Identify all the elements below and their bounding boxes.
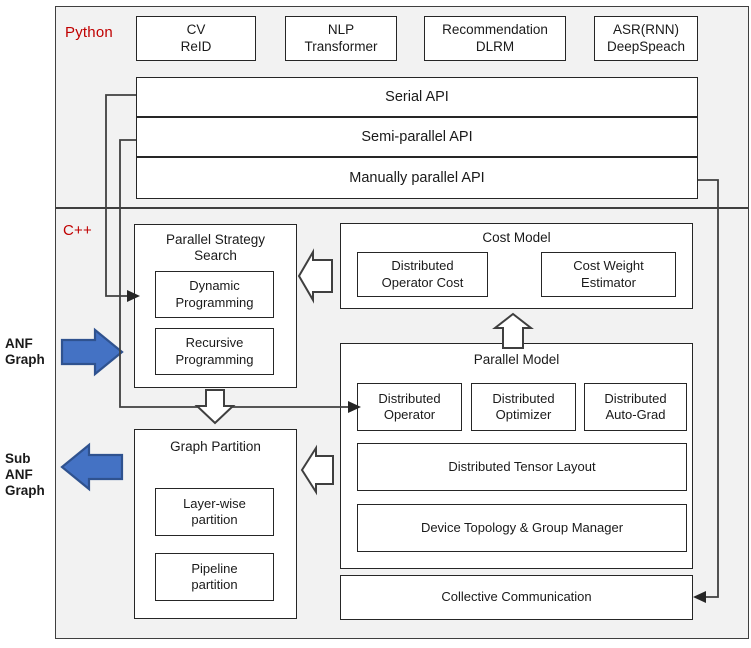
node-device-topology-group-manager-label: Device Topology & Group Manager xyxy=(420,519,624,535)
app-box-asr-deepspeach-line2: DeepSpeach xyxy=(606,38,686,54)
cpp-layer-label: C++ xyxy=(63,222,92,239)
node-device-topology-group-manager[interactable]: Device Topology & Group Manager xyxy=(357,504,687,552)
app-box-nlp-transformer[interactable]: NLP Transformer xyxy=(285,16,397,61)
app-box-cv-reid-line1: CV xyxy=(186,21,206,37)
node-dynamic-programming-label: Dynamic Programming xyxy=(175,278,254,310)
node-layer-wise-partition[interactable]: Layer-wise partition xyxy=(155,488,274,536)
node-distributed-auto-grad[interactable]: Distributed Auto-Grad xyxy=(584,383,687,431)
api-box-manually-parallel-label: Manually parallel API xyxy=(349,169,485,186)
input-label-anf-graph: ANF Graph xyxy=(5,336,45,367)
node-distributed-operator-cost[interactable]: Distributed Operator Cost xyxy=(357,252,488,297)
node-distributed-tensor-layout-label: Distributed Tensor Layout xyxy=(448,458,596,474)
node-recursive-programming[interactable]: Recursive Programming xyxy=(155,328,274,375)
node-distributed-optimizer[interactable]: Distributed Optimizer xyxy=(471,383,576,431)
node-pipeline-partition-label: Pipeline partition xyxy=(191,560,238,592)
node-distributed-optimizer-label: Distributed Optimizer xyxy=(492,390,555,422)
node-cost-weight-estimator[interactable]: Cost Weight Estimator xyxy=(541,252,676,297)
parallel-strategy-search-title: Parallel Strategy Search xyxy=(165,232,266,264)
node-distributed-operator-cost-label: Distributed Operator Cost xyxy=(381,258,464,290)
node-cost-weight-estimator-label: Cost Weight Estimator xyxy=(573,258,644,290)
cost-model-title: Cost Model xyxy=(482,230,551,245)
node-distributed-tensor-layout[interactable]: Distributed Tensor Layout xyxy=(357,443,687,491)
node-distributed-operator[interactable]: Distributed Operator xyxy=(357,383,462,431)
node-pipeline-partition[interactable]: Pipeline partition xyxy=(155,553,274,601)
app-box-asr-deepspeach[interactable]: ASR(RNN) DeepSpeach xyxy=(594,16,698,61)
app-box-nlp-transformer-line1: NLP xyxy=(327,21,355,37)
node-dynamic-programming[interactable]: Dynamic Programming xyxy=(155,271,274,318)
app-box-recommendation-dlrm-line1: Recommendation xyxy=(442,21,548,37)
python-layer-label: Python xyxy=(65,24,113,41)
node-collective-communication[interactable]: Collective Communication xyxy=(340,575,693,620)
graph-partition-title: Graph Partition xyxy=(170,439,261,454)
api-box-serial-label: Serial API xyxy=(385,88,449,105)
app-box-recommendation-dlrm-line2: DLRM xyxy=(475,38,515,54)
api-box-manually-parallel[interactable]: Manually parallel API xyxy=(136,157,698,199)
app-box-cv-reid[interactable]: CV ReID xyxy=(136,16,256,61)
node-recursive-programming-label: Recursive Programming xyxy=(175,335,254,367)
output-label-sub-anf-graph: Sub ANF Graph xyxy=(5,451,45,498)
node-layer-wise-partition-label: Layer-wise partition xyxy=(183,495,246,527)
app-box-asr-deepspeach-line1: ASR(RNN) xyxy=(613,21,679,37)
app-box-nlp-transformer-line2: Transformer xyxy=(304,38,378,54)
node-distributed-operator-label: Distributed Operator xyxy=(378,390,441,422)
api-box-semi-parallel[interactable]: Semi-parallel API xyxy=(136,117,698,157)
node-distributed-auto-grad-label: Distributed Auto-Grad xyxy=(604,390,667,422)
node-collective-communication-label: Collective Communication xyxy=(441,589,592,605)
app-box-cv-reid-line2: ReID xyxy=(180,38,212,54)
api-box-semi-parallel-label: Semi-parallel API xyxy=(361,128,473,145)
app-box-recommendation-dlrm[interactable]: Recommendation DLRM xyxy=(424,16,566,61)
parallel-model-title: Parallel Model xyxy=(473,352,560,367)
api-box-serial[interactable]: Serial API xyxy=(136,77,698,117)
